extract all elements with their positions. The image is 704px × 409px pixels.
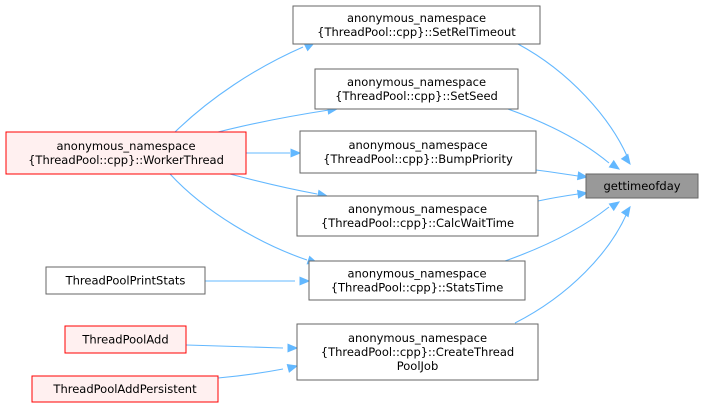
node-label-line: {ThreadPool::cpp}::CalcWaitTime [321,216,514,230]
node-label-line: gettimeofday [603,179,680,193]
arrow-head-3 [576,189,589,199]
node-worker-thread[interactable]: anonymous_namespace{ThreadPool::cpp}::Wo… [5,131,247,175]
edge-add-persistent-to-create-job [217,368,284,379]
arrow-head-5 [620,205,631,218]
node-label-line: anonymous_namespace [348,138,487,152]
arrow-head-2 [576,171,589,181]
edge-bump-priority-to-gettimeofday [535,169,579,177]
node-calc-wait-time[interactable]: anonymous_namespace{ThreadPool::cpp}::Ca… [296,195,539,237]
node-label-line: {ThreadPool::cpp}::BumpPriority [323,152,513,166]
arrow-head-13 [286,364,299,373]
arrow-head-4 [608,201,621,212]
edge-stats-time-to-gettimeofday [504,206,610,262]
node-stats-time[interactable]: anonymous_namespace{ThreadPool::cpp}::St… [308,260,526,301]
edge-create-thread-pool-job-to-gettimeofday [514,212,628,324]
node-gettimeofday[interactable]: gettimeofday [585,173,699,199]
edge-worker-thread-to-calc-wait-time [229,173,318,195]
arrow-head-12 [287,343,299,353]
node-set-seed[interactable]: anonymous_namespace{ThreadPool::cpp}::Se… [314,68,519,110]
node-box [5,131,247,175]
nodes-layer: gettimeofdayanonymous_namespace{ThreadPo… [5,5,699,403]
edge-set-seed-to-gettimeofday [507,108,610,164]
node-label-line: anonymous_namespace [347,11,486,25]
node-label-line: {ThreadPool::cpp}::SetSeed [335,89,498,103]
edge-worker-thread-to-set-seed [217,109,330,133]
node-thread-pool-add[interactable]: ThreadPoolAdd [64,325,187,354]
node-label-line: ThreadPoolAddPersistent [52,382,197,396]
edge-calc-wait-time-to-gettimeofday [537,193,579,202]
node-box [292,5,541,45]
node-box [308,260,526,301]
node-label-line: ThreadPoolPrintStats [65,274,186,288]
node-label-line: {ThreadPool::cpp}::WorkerThread [28,153,224,167]
edge-set-rel-timeout-to-gettimeofday [517,43,628,157]
node-set-rel-timeout[interactable]: anonymous_namespace{ThreadPool::cpp}::Se… [292,5,541,45]
node-box [31,375,219,403]
arrow-head-11 [299,276,311,286]
node-box [296,323,539,381]
node-label-line: anonymous_namespace [347,75,486,89]
arrow-head-8 [290,148,302,158]
node-label-line: ThreadPoolAdd [81,333,168,347]
node-box [299,130,537,174]
node-label-line: anonymous_namespace [348,202,487,216]
arrow-head-0 [620,153,631,166]
node-box [45,266,206,295]
node-label-line: anonymous_namespace [348,331,487,345]
node-thread-pool-print-stats[interactable]: ThreadPoolPrintStats [45,266,206,295]
arrow-head-1 [608,159,621,170]
node-bump-priority[interactable]: anonymous_namespace{ThreadPool::cpp}::Bu… [299,130,537,174]
node-label-line: {ThreadPool::cpp}::SetRelTimeout [317,25,516,39]
node-label-line: {ThreadPool::cpp}::CreateThread [321,345,514,359]
node-thread-pool-add-persistent[interactable]: ThreadPoolAddPersistent [31,375,219,403]
node-label-line: {ThreadPool::cpp}::StatsTime [331,281,504,295]
node-box [585,173,699,199]
node-box [64,325,187,354]
node-create-thread-pool-job[interactable]: anonymous_namespace{ThreadPool::cpp}::Cr… [296,323,539,381]
node-label-line: PoolJob [397,359,439,373]
node-label-line: anonymous_namespace [347,267,486,281]
node-label-line: anonymous_namespace [56,139,195,153]
node-box [314,68,519,110]
edge-worker-thread-to-stats-time [169,173,308,261]
edge-worker-thread-to-set-rel-timeout [174,46,304,133]
node-box [296,195,539,237]
edge-thread-pool-add-to-create-job [185,344,284,349]
edges-layer [169,42,631,379]
